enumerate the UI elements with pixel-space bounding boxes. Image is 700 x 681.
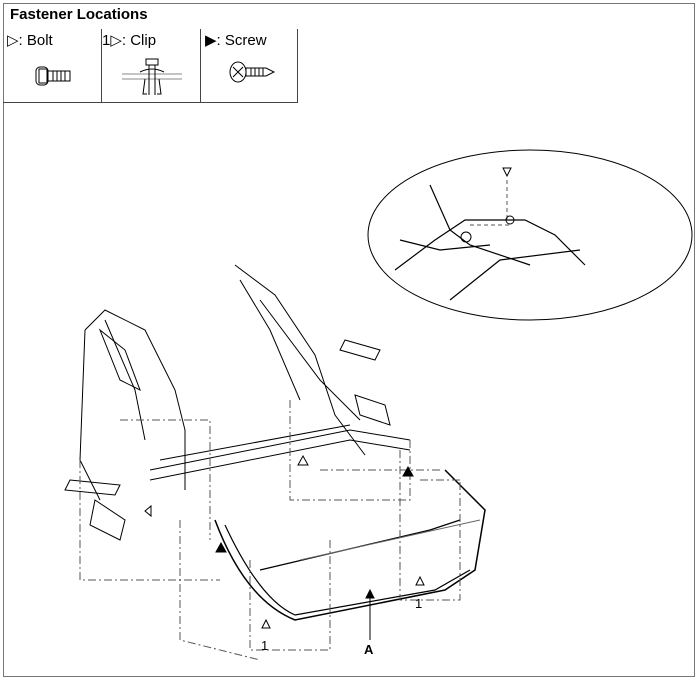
detail-magnifier bbox=[367, 149, 693, 321]
legend-clip: 1▷: Clip bbox=[102, 29, 201, 103]
clip-marker-icon bbox=[144, 454, 425, 629]
screw-icon bbox=[229, 61, 276, 83]
screw-symbol-icon: ▶ bbox=[205, 32, 217, 49]
legend-label: : Screw bbox=[216, 32, 267, 49]
screw-marker-icon bbox=[215, 465, 414, 553]
part-a-callout: A bbox=[364, 642, 374, 657]
legend-label: : Clip bbox=[121, 32, 157, 49]
clip-callout: 1 bbox=[415, 596, 423, 611]
bolt-icon bbox=[35, 66, 71, 86]
clip-icon bbox=[122, 58, 182, 95]
bolt-symbol-icon: ▷ bbox=[7, 32, 19, 49]
clip-symbol-icon: ▷ bbox=[110, 32, 122, 49]
clip-number: 1 bbox=[102, 32, 111, 49]
clip-callout: 1 bbox=[261, 638, 269, 653]
legend-label: : Bolt bbox=[18, 32, 53, 49]
legend-bolt: ▷: Bolt bbox=[3, 29, 102, 103]
diagram-title: Fastener Locations bbox=[10, 6, 148, 23]
legend-screw: ▶: Screw bbox=[201, 29, 298, 103]
diagram-frame bbox=[3, 3, 695, 677]
bolt-marker-icon bbox=[502, 167, 512, 178]
